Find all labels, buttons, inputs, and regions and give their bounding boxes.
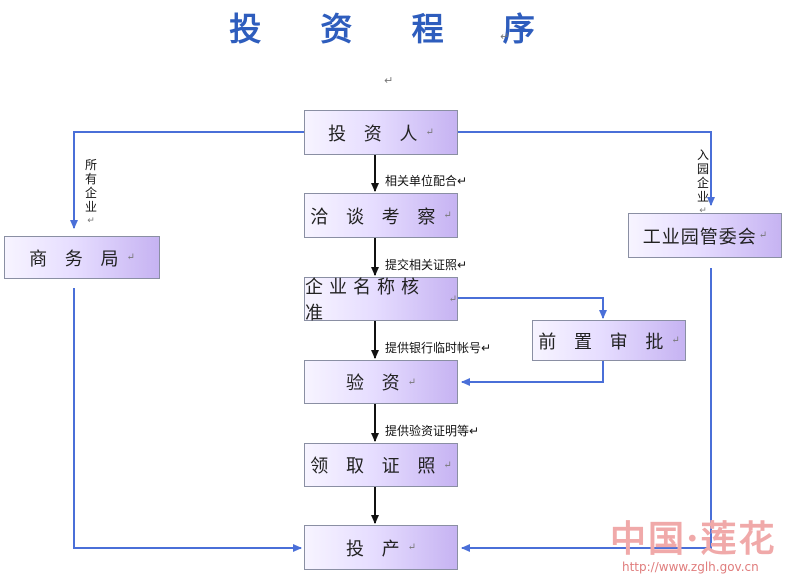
node-license-label: 领 取 证 照 [310, 456, 442, 477]
node-park-committee: 工业园管委会↵ [628, 213, 782, 258]
edge-label-verification-proof: 提供验资证明等↵ [385, 424, 480, 438]
node-commerce-bureau: 商 务 局↵ [4, 236, 160, 279]
connector-investor-to-park [458, 131, 715, 206]
node-name-approval-label: 企业名称核准 [305, 277, 425, 324]
node-capital-verification-label: 验 资 [345, 373, 406, 394]
connector-name-to-preapproval [458, 297, 607, 319]
watermark-logo: 中国·莲花 [610, 518, 777, 560]
node-pre-approval: 前 置 审 批↵ [532, 320, 686, 361]
page-title: 投 资 程 序 [229, 10, 559, 48]
edge-label-park-enterprises: 入 园 企 业 ↵ [696, 148, 709, 216]
node-investor-label: 投 资 人 [328, 123, 424, 145]
paragraph-mark: ↵ [384, 74, 394, 87]
edge-label-related-units: 相关单位配合↵ [385, 174, 468, 188]
node-commerce-bureau-label: 商 务 局 [29, 248, 125, 270]
connector-park-to-production [461, 268, 712, 552]
edge-label-bank-account: 提供银行临时帐号↵ [385, 341, 492, 355]
edge-label-all-enterprises: 所 有 企 业 ↵ [84, 158, 97, 226]
node-park-committee-label: 工业园管委会 [642, 226, 757, 248]
connector-investor-to-commerce [70, 131, 304, 229]
connector-preapproval-to-verification [461, 361, 604, 386]
connector-commerce-to-production [73, 288, 302, 552]
watermark-url: http://www.zglh.gov.cn [622, 560, 759, 574]
node-pre-approval-label: 前 置 审 批 [538, 331, 670, 353]
node-production: 投 产↵ [304, 525, 458, 570]
node-name-approval: 企业名称核准↵ [304, 277, 458, 324]
node-negotiation: 洽 谈 考 察↵ [304, 193, 458, 238]
paragraph-mark: ↵ [500, 30, 510, 43]
node-investor: 投 资 人↵ [304, 110, 458, 155]
edge-label-submit-certificates: 提交相关证照↵ [385, 258, 468, 272]
node-negotiation-label: 洽 谈 考 察 [310, 206, 442, 228]
node-production-label: 投 产 [345, 538, 406, 560]
node-capital-verification: 验 资↵ [304, 360, 458, 404]
node-license: 领 取 证 照↵ [304, 443, 458, 487]
